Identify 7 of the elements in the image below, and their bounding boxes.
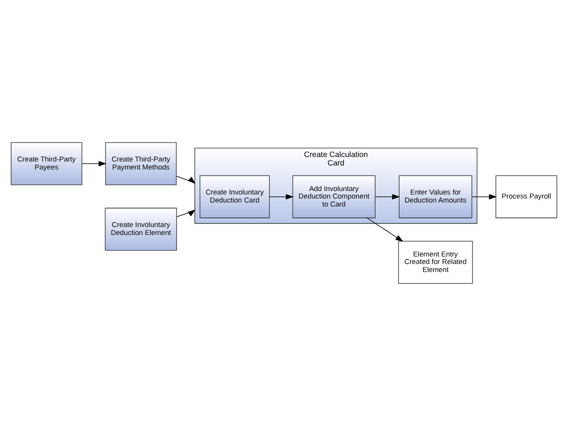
arrow [269, 194, 294, 200]
arrow [176, 210, 196, 218]
arrow [366, 218, 404, 242]
arrow [472, 194, 497, 200]
arrow [176, 176, 196, 184]
arrow [82, 160, 106, 166]
arrow [375, 194, 400, 200]
